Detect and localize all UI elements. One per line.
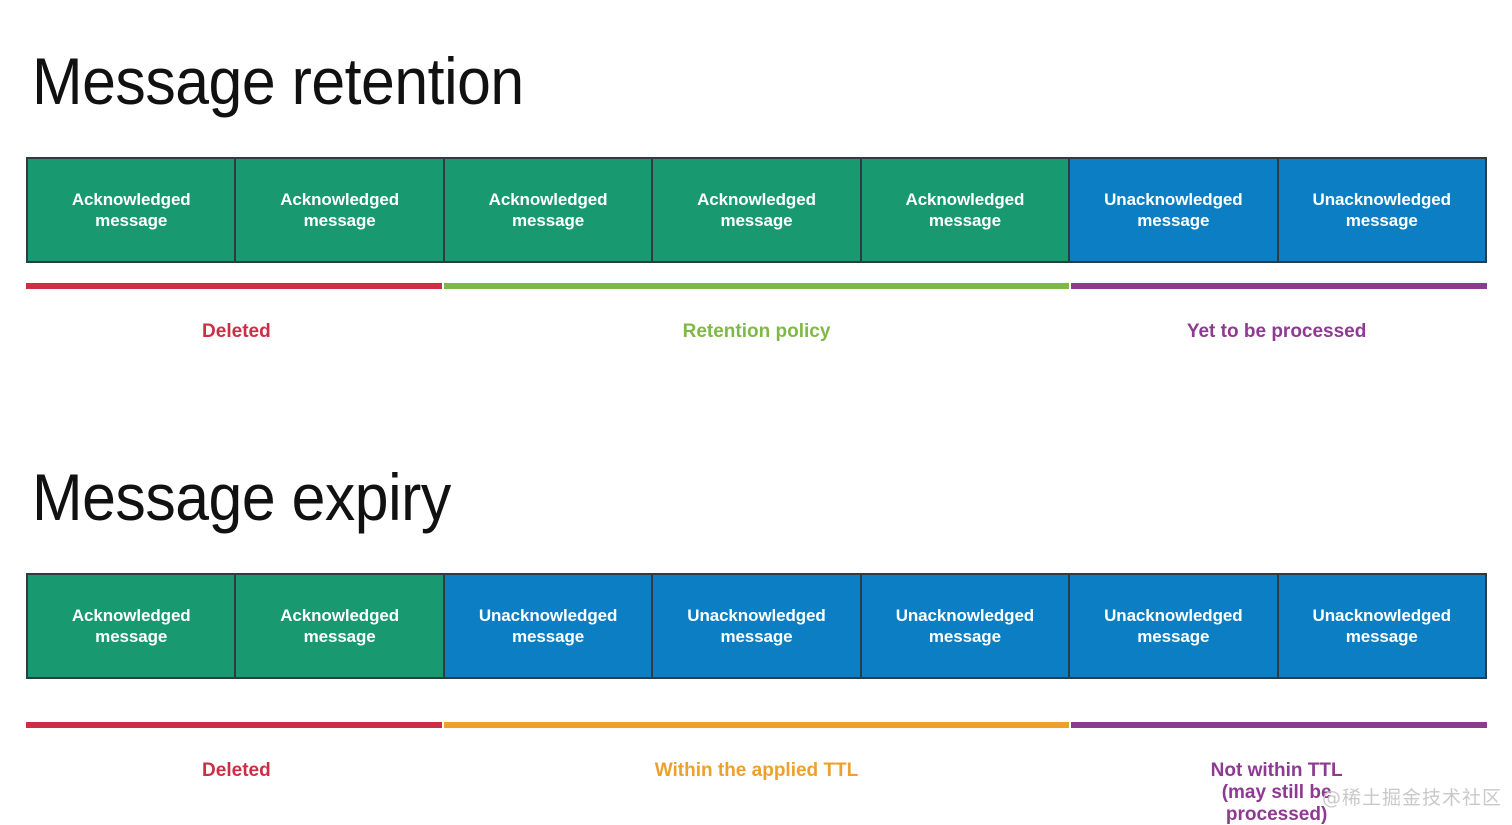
legend-caption: Deleted xyxy=(202,760,271,781)
page-title-message-expiry: Message expiry xyxy=(32,460,451,534)
legend-bar-segment xyxy=(1070,283,1487,289)
page-title-message-retention: Message retention xyxy=(32,44,524,118)
legend-caption: Deleted xyxy=(202,321,271,342)
legend-bars-expiry xyxy=(26,722,1487,728)
legend-caption: Retention policy xyxy=(682,321,831,342)
legend-bars-retention xyxy=(26,283,1487,289)
legend-bar-segment xyxy=(26,722,443,728)
watermark: @稀土掘金技术社区 xyxy=(1322,787,1503,809)
legend-expiry: Deleted Within the applied TTL Not within … xyxy=(26,722,1487,825)
legend-captions-expiry: Deleted Within the applied TTL Not within … xyxy=(26,728,1487,825)
legend-retention: Deleted Retention policy Yet to be process… xyxy=(26,283,1487,359)
legend-bar-segment xyxy=(1070,722,1487,728)
legend-bar-segment xyxy=(444,283,1069,289)
legend-caption: Yet to be processed xyxy=(1186,321,1367,342)
legend-caption: Within the applied TTL xyxy=(654,760,859,781)
legend-bar-segment xyxy=(26,283,443,289)
legend-bar-segment xyxy=(444,722,1069,728)
legend-captions-retention: Deleted Retention policy Yet to be process… xyxy=(26,289,1487,359)
legend-caption: Not within TTL(may still be processed) xyxy=(1210,760,1343,825)
